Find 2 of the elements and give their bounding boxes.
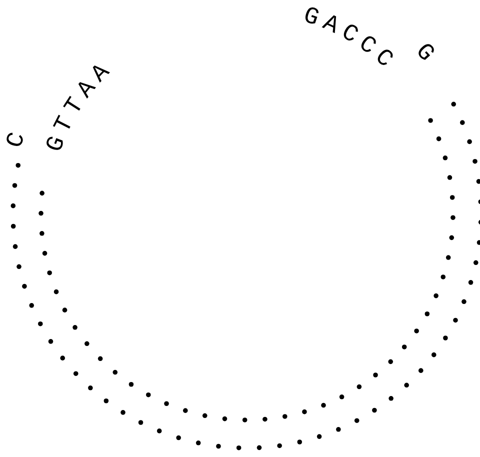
sequence-letters: C (2, 124, 34, 152)
sequence-letters: G (409, 38, 444, 72)
